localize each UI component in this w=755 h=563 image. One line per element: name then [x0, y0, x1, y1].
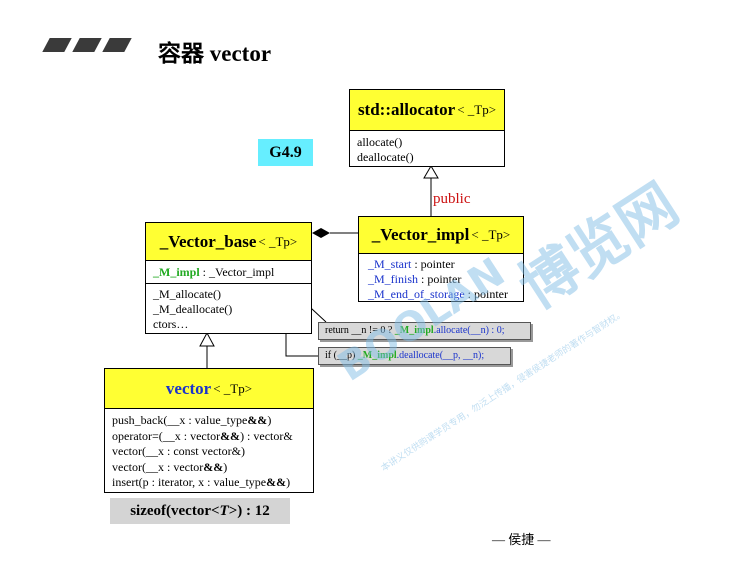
allocator-methods: allocate() deallocate() — [350, 131, 504, 168]
vector-impl-class[interactable]: _Vector_impl< _Tp> _M_start : pointer _M… — [358, 216, 524, 302]
impl-field: _M_end_of_storage : pointer — [368, 287, 508, 301]
vector-impl-tparam: < _Tp> — [471, 227, 511, 242]
vector-header: vector< _Tp> — [105, 369, 313, 409]
vector-base-name: _Vector_base — [159, 231, 257, 251]
vector-method: vector(__x : vector&&) — [112, 459, 228, 474]
vector-impl-name: _Vector_impl — [371, 225, 470, 244]
allocator-class[interactable]: std::allocator< _Tp> allocate() dealloca… — [349, 89, 505, 167]
version-badge: G4.9 — [258, 139, 313, 166]
base-method: _M_deallocate() — [153, 302, 233, 316]
base-method: _M_allocate() — [153, 287, 221, 301]
inheritance-arrow-base — [199, 331, 215, 347]
vector-method: push_back(__x : value_type&&) — [112, 413, 272, 427]
vector-method: vector(__x : const vector&) — [112, 444, 245, 458]
vector-base-tparam: < _Tp> — [258, 233, 298, 249]
impl-field: _M_start : pointer — [368, 257, 455, 271]
vector-base-member: _M_impl : _Vector_impl — [146, 261, 311, 284]
vector-base-class[interactable]: _Vector_base< _Tp> _M_impl : _Vector_imp… — [145, 222, 312, 334]
vector-method: insert(p : iterator, x : value_type&&) — [112, 475, 291, 489]
base-method: ctors… — [153, 317, 189, 331]
vector-methods: push_back(__x : value_type&&) operator=(… — [105, 409, 313, 495]
inheritance-arrow-allocator — [423, 165, 439, 179]
vector-tparam: < _Tp> — [213, 380, 253, 396]
impl-field: _M_finish : pointer — [368, 272, 462, 286]
author-footer: — 侯捷 — — [492, 532, 551, 547]
allocator-header: std::allocator< _Tp> — [350, 90, 504, 131]
code-note-allocate: return __n != 0 ? _M_impl.allocate(__n) … — [318, 322, 531, 340]
composition-diamond — [312, 228, 330, 238]
vector-impl-fields: _M_start : pointer _M_finish : pointer _… — [359, 254, 523, 305]
sizeof-label: sizeof(vector<T>) : 12 — [110, 498, 290, 524]
page-title: 容器 vector — [158, 41, 272, 66]
allocator-method: deallocate() — [357, 150, 414, 164]
inheritance-label: public — [433, 191, 471, 207]
allocator-name: std::allocator — [357, 100, 456, 119]
vector-base-methods: _M_allocate() _M_deallocate() ctors… — [146, 284, 311, 335]
allocator-method: allocate() — [357, 135, 403, 149]
allocator-tparam: < _Tp> — [457, 102, 497, 117]
vector-name: vector — [165, 378, 212, 398]
vector-class[interactable]: vector< _Tp> push_back(__x : value_type&… — [104, 368, 314, 493]
vector-method: operator=(__x : vector&&) : vector& — [112, 428, 293, 443]
code-note-deallocate: if (__p) _M_impl.deallocate(__p, __n); — [318, 347, 511, 365]
vector-base-header: _Vector_base< _Tp> — [146, 223, 311, 261]
vector-impl-header: _Vector_impl< _Tp> — [359, 217, 523, 254]
